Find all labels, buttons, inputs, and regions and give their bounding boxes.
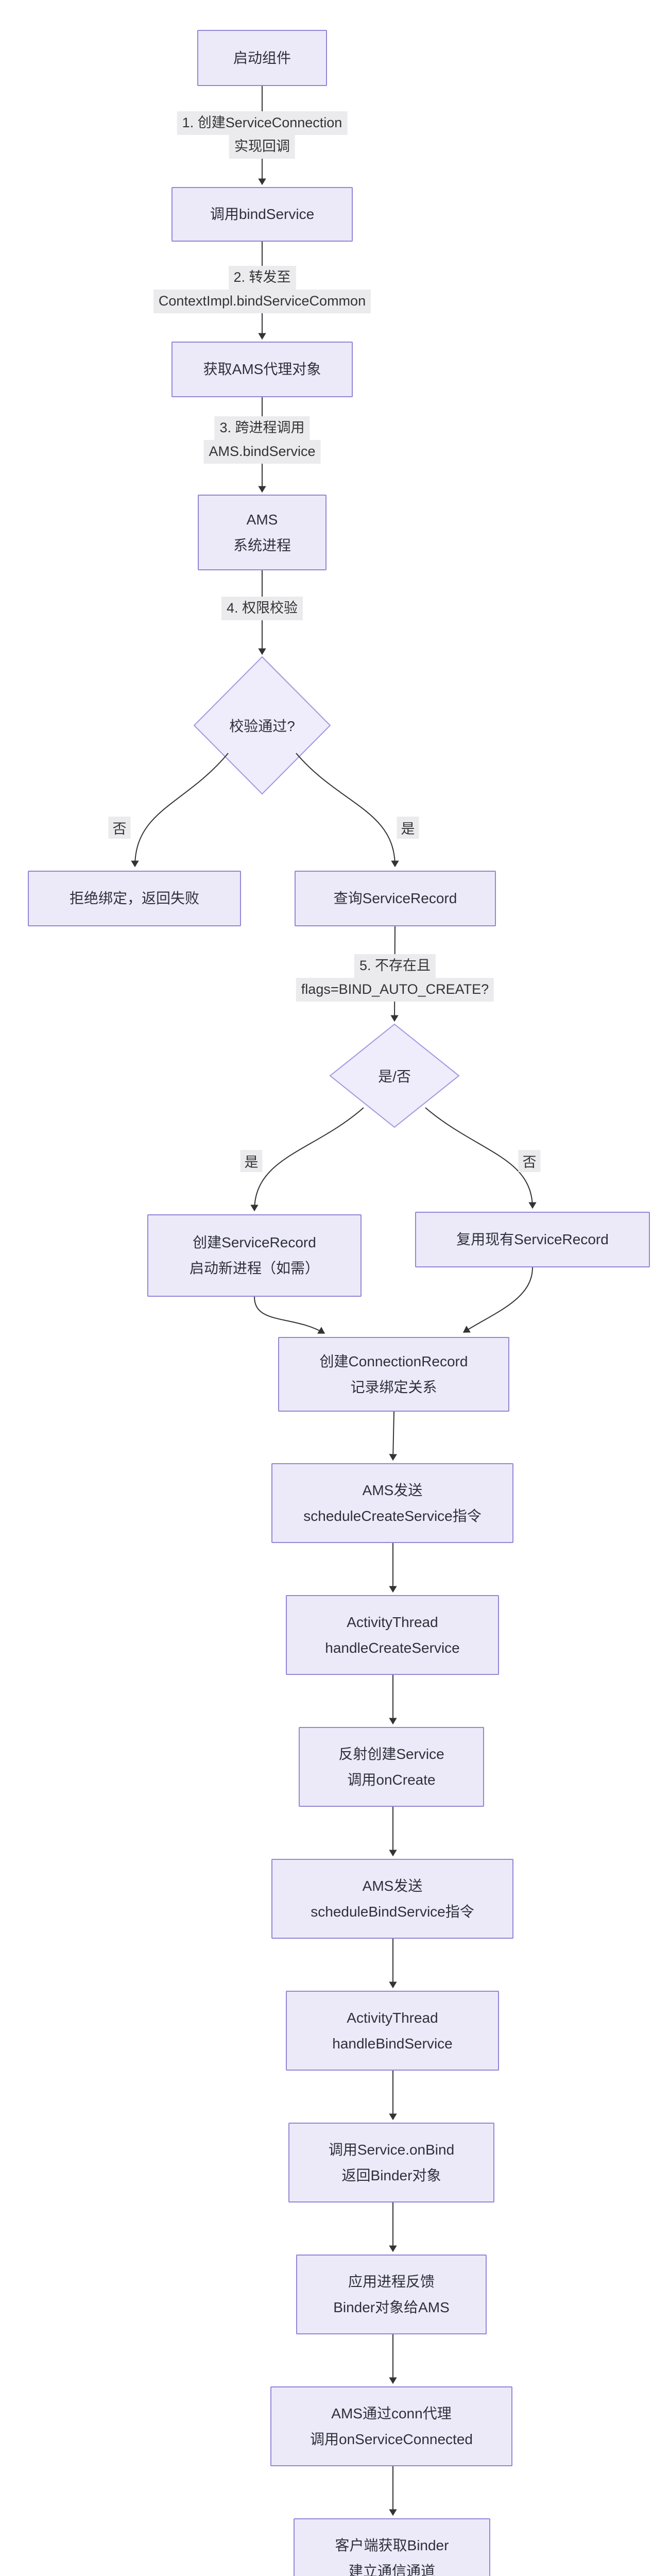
node-send-schedulebindservice-line2: scheduleBindService指令 xyxy=(311,1903,474,1920)
branch-label-yes-1: 是 xyxy=(397,817,419,839)
node-call-bindservice-label: 调用bindService xyxy=(210,206,315,223)
node-feedback-binder: 应用进程反馈 Binder对象给AMS xyxy=(296,2255,487,2334)
node-conn-proxy-line2: 调用onServiceConnected xyxy=(310,2431,473,2447)
node-send-schedulebindservice-line1: AMS发送 xyxy=(362,1877,423,1894)
node-reject-bind: 拒绝绑定，返回失败 xyxy=(28,871,241,926)
edge-label-step2: 2. 转发至 ContextImpl.bindServiceCommon xyxy=(153,266,371,313)
edge-label-step2-line2: ContextImpl.bindServiceCommon xyxy=(153,289,371,313)
node-ams-process-line1: AMS xyxy=(246,511,278,528)
diamond-check-pass-label: 校验通过? xyxy=(229,718,295,734)
node-client-get-binder-line1: 客户端获取Binder xyxy=(335,2537,449,2553)
edge-label-step4-line1: 4. 权限校验 xyxy=(221,597,303,620)
edge-label-step5-line1: 5. 不存在且 xyxy=(354,954,436,978)
node-start-label: 启动组件 xyxy=(233,49,291,66)
node-reflect-create-service-line1: 反射创建Service xyxy=(338,1745,444,1762)
node-handlecreateservice-line1: ActivityThread xyxy=(347,1614,438,1630)
node-create-connectionrecord-line2: 记录绑定关系 xyxy=(350,1379,437,1395)
node-reflect-create-service: 反射创建Service 调用onCreate xyxy=(299,1727,484,1807)
node-send-schedulecreateservice-line1: AMS发送 xyxy=(362,1482,423,1498)
diamond-yes-no-label: 是/否 xyxy=(378,1069,411,1084)
node-call-bindservice: 调用bindService xyxy=(171,187,353,242)
node-ams-process-line2: 系统进程 xyxy=(233,537,291,553)
node-handlebindservice-line2: handleBindService xyxy=(332,2035,453,2052)
node-feedback-binder-line2: Binder对象给AMS xyxy=(333,2299,450,2315)
node-create-servicerecord-line1: 创建ServiceRecord xyxy=(193,1234,316,1251)
node-query-servicerecord: 查询ServiceRecord xyxy=(295,871,496,926)
node-conn-proxy: AMS通过conn代理 调用onServiceConnected xyxy=(270,2386,512,2466)
diamond-check-pass xyxy=(193,656,331,795)
node-reuse-servicerecord: 复用现有ServiceRecord xyxy=(415,1212,650,1267)
node-query-servicerecord-label: 查询ServiceRecord xyxy=(333,890,457,907)
edge-label-step1-line2: 实现回调 xyxy=(229,134,295,159)
node-get-ams-proxy: 获取AMS代理对象 xyxy=(171,342,353,397)
node-get-ams-proxy-label: 获取AMS代理对象 xyxy=(203,361,321,378)
node-create-servicerecord-line2: 启动新进程（如需） xyxy=(189,1260,319,1276)
edge-label-step5-line2: flags=BIND_AUTO_CREATE? xyxy=(296,977,494,1002)
node-reuse-servicerecord-label: 复用现有ServiceRecord xyxy=(456,1231,609,1248)
edge-label-step5: 5. 不存在且 flags=BIND_AUTO_CREATE? xyxy=(296,954,494,1002)
edge-label-step1-line1: 1. 创建ServiceConnection xyxy=(177,111,348,135)
node-client-get-binder-line2: 建立通信通道 xyxy=(348,2563,435,2576)
node-reflect-create-service-line2: 调用onCreate xyxy=(347,1771,436,1788)
node-service-onbind-line2: 返回Binder对象 xyxy=(341,2167,441,2183)
node-start: 启动组件 xyxy=(197,30,327,86)
node-handlebindservice: ActivityThread handleBindService xyxy=(286,1991,499,2071)
node-create-servicerecord: 创建ServiceRecord 启动新进程（如需） xyxy=(147,1214,362,1297)
edge-label-step4: 4. 权限校验 xyxy=(221,597,303,620)
node-send-schedulebindservice: AMS发送 scheduleBindService指令 xyxy=(271,1859,513,1939)
diamond-yes-no xyxy=(329,1023,460,1128)
node-feedback-binder-line1: 应用进程反馈 xyxy=(348,2273,435,2290)
node-client-get-binder: 客户端获取Binder 建立通信通道 xyxy=(294,2518,490,2576)
edge-label-step3-line1: 3. 跨进程调用 xyxy=(214,416,310,440)
node-create-connectionrecord-line1: 创建ConnectionRecord xyxy=(319,1353,468,1369)
edge-label-step3: 3. 跨进程调用 AMS.bindService xyxy=(203,416,321,464)
branch-label-no-1: 否 xyxy=(108,817,131,839)
node-ams-process: AMS 系统进程 xyxy=(198,495,327,570)
edge-label-step2-line1: 2. 转发至 xyxy=(228,266,296,290)
node-send-schedulecreateservice: AMS发送 scheduleCreateService指令 xyxy=(271,1463,513,1543)
node-conn-proxy-line1: AMS通过conn代理 xyxy=(331,2405,452,2421)
branch-label-no-2: 否 xyxy=(518,1150,541,1172)
node-handlecreateservice: ActivityThread handleCreateService xyxy=(286,1595,499,1675)
node-create-connectionrecord: 创建ConnectionRecord 记录绑定关系 xyxy=(278,1337,509,1412)
edge-label-step3-line2: AMS.bindService xyxy=(203,439,321,464)
node-send-schedulecreateservice-line2: scheduleCreateService指令 xyxy=(303,1507,482,1524)
node-handlebindservice-line1: ActivityThread xyxy=(347,2009,438,2026)
node-service-onbind-line1: 调用Service.onBind xyxy=(328,2141,455,2158)
node-reject-bind-label: 拒绝绑定，返回失败 xyxy=(69,890,199,907)
node-service-onbind: 调用Service.onBind 返回Binder对象 xyxy=(288,2123,494,2202)
edge-label-step1: 1. 创建ServiceConnection 实现回调 xyxy=(177,111,348,159)
branch-label-yes-2: 是 xyxy=(240,1150,263,1172)
node-handlecreateservice-line2: handleCreateService xyxy=(325,1639,460,1656)
